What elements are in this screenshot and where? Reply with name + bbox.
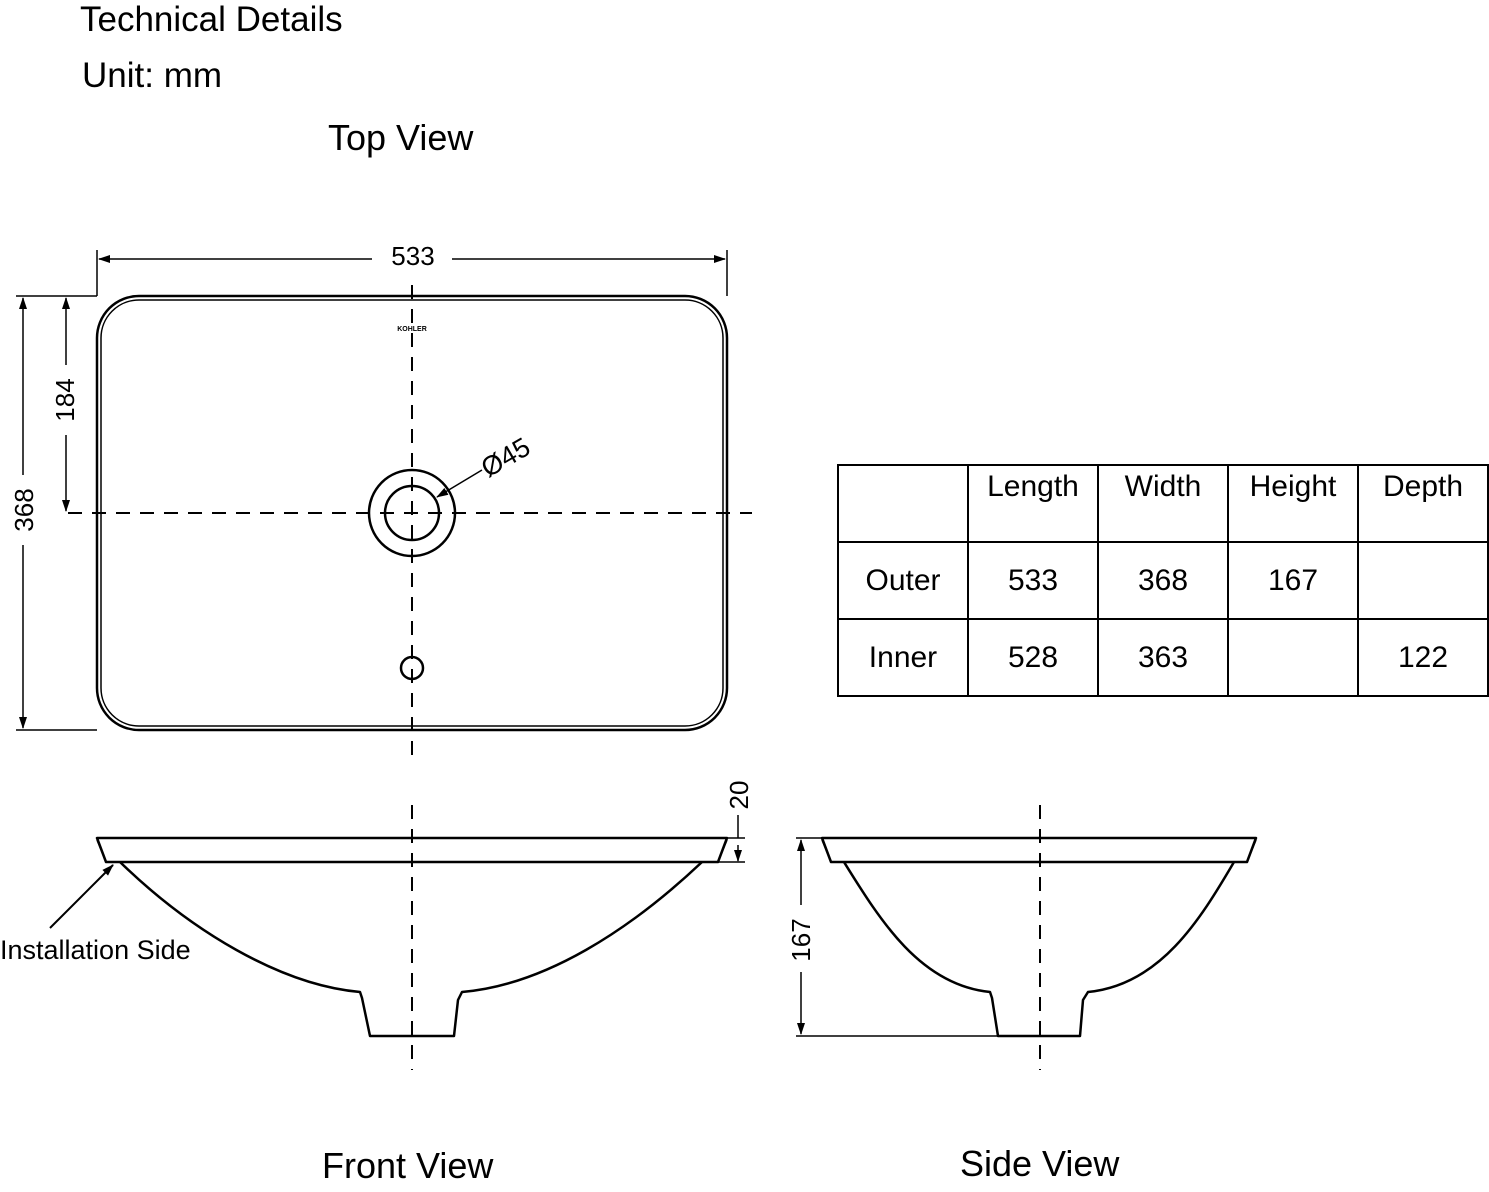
top-view-label: Top View xyxy=(328,117,474,158)
table-header-cell: Width xyxy=(1097,464,1229,543)
drain-leader xyxy=(436,469,483,498)
dim-height-label: 368 xyxy=(9,488,39,531)
side-bowl xyxy=(842,861,1236,1038)
unit-label: Unit: mm xyxy=(82,56,222,95)
table-header-cell: Depth xyxy=(1357,464,1489,543)
spec-table: Length Width Height Depth Outer 533 368 … xyxy=(837,464,1489,697)
top-view xyxy=(16,250,752,758)
table-cell xyxy=(1227,618,1359,697)
installation-side-label: Installation Side xyxy=(0,935,191,965)
table-row-label: Outer xyxy=(837,541,969,620)
table-cell: 368 xyxy=(1097,541,1229,620)
page-title: Technical Details xyxy=(80,0,343,39)
table-cell: 528 xyxy=(967,618,1099,697)
table-cell: 122 xyxy=(1357,618,1489,697)
table-row: Outer 533 368 167 xyxy=(837,541,1489,620)
drain-diameter-label: Ø45 xyxy=(476,432,535,484)
table-cell: 167 xyxy=(1227,541,1359,620)
drain-inner-circle xyxy=(383,484,441,542)
table-header-row: Length Width Height Depth xyxy=(837,464,1489,543)
table-header-cell xyxy=(837,464,969,543)
installation-side-arrow xyxy=(49,864,114,929)
table-header-cell: Height xyxy=(1227,464,1359,543)
front-view xyxy=(49,805,745,1070)
table-cell: 363 xyxy=(1097,618,1229,697)
side-view-label: Side View xyxy=(960,1143,1120,1184)
table-row: Inner 528 363 122 xyxy=(837,618,1489,697)
dim-half-height-label: 184 xyxy=(50,378,80,421)
table-cell xyxy=(1357,541,1489,620)
table-cell: 533 xyxy=(967,541,1099,620)
side-view xyxy=(796,805,1258,1070)
table-row-label: Inner xyxy=(837,618,969,697)
front-view-label: Front View xyxy=(322,1145,494,1186)
dim-width-label: 533 xyxy=(391,241,434,271)
dim-side-height-label: 167 xyxy=(786,918,816,961)
dim-rim-label: 20 xyxy=(724,781,754,810)
drain-outer-circle xyxy=(367,468,457,558)
table-header-cell: Length xyxy=(967,464,1099,543)
brand-logo-text: KOHLER xyxy=(397,326,427,333)
front-bowl xyxy=(119,861,703,1038)
overflow-hole xyxy=(399,655,425,681)
